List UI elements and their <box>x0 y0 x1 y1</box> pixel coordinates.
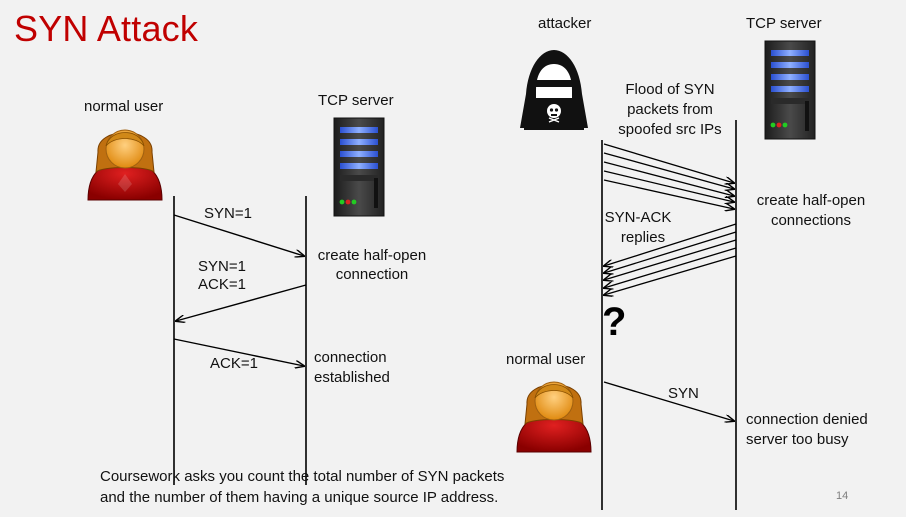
flood-label-line3: spoofed src IPs <box>618 121 722 138</box>
flood-label-line2: packets from <box>627 101 713 118</box>
coursework-note: Coursework asks you count the total numb… <box>100 466 504 508</box>
hacker-icon <box>520 50 588 130</box>
attacker-label: attacker <box>538 15 592 32</box>
msg-synack-line1: SYN=1 <box>198 258 246 275</box>
slide-title: SYN Attack <box>14 8 199 49</box>
right-user-label: normal user <box>506 351 586 368</box>
denied-line2: server too busy <box>746 431 849 448</box>
synack-label-line1: SYN-ACK <box>604 209 672 226</box>
coursework-note-line2: and the number of them having a unique s… <box>100 489 499 506</box>
established-note-line1: connection <box>314 349 387 366</box>
msg-ack: ACK=1 <box>210 355 258 372</box>
user-icon <box>87 129 163 201</box>
flood-label-line1: Flood of SYN <box>625 81 715 98</box>
left-server-label: TCP server <box>318 92 394 109</box>
server-icon <box>333 117 385 217</box>
syn-label: SYN <box>668 385 699 402</box>
halfopen-note-line1: create half-open <box>317 247 427 264</box>
question-mark: ? <box>602 300 627 344</box>
denied-line1: connection denied <box>746 411 868 428</box>
established-note-line2: established <box>314 369 390 386</box>
halfopen-note-line2: connection <box>335 266 409 283</box>
page-number: 14 <box>836 490 849 502</box>
right-server-label: TCP server <box>746 15 822 32</box>
halfopen-connections-line2: connections <box>770 212 852 229</box>
server-icon <box>764 40 816 140</box>
msg-synack-line2: ACK=1 <box>198 276 246 293</box>
user-icon <box>516 381 592 453</box>
synack-label-line2: replies <box>620 229 666 246</box>
halfopen-connections-line1: create half-open <box>756 192 866 209</box>
msg-syn: SYN=1 <box>204 205 252 222</box>
left-user-label: normal user <box>84 98 164 115</box>
coursework-note-line1: Coursework asks you count the total numb… <box>100 468 505 485</box>
